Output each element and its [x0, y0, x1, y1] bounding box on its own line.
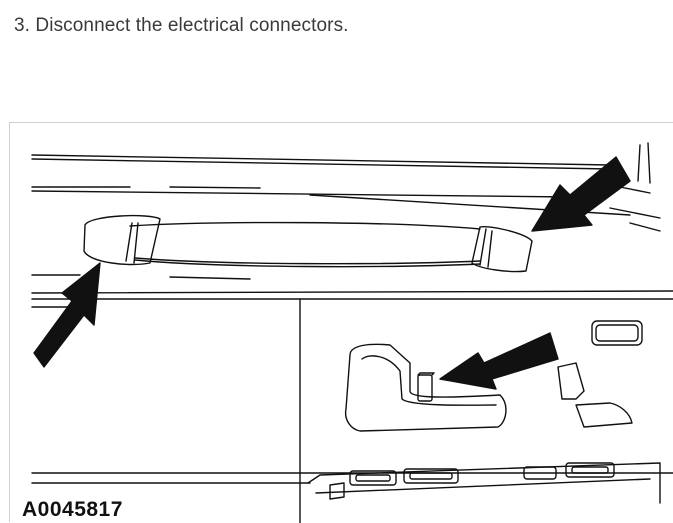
- window-switch-panel: [307, 462, 661, 504]
- arrow-right-connector: [531, 156, 631, 232]
- step-instruction: 3. Disconnect the electrical connectors.: [14, 15, 349, 36]
- arrow-left-connector: [33, 262, 101, 368]
- lock-switch: [557, 320, 643, 428]
- technical-illustration: [9, 122, 673, 523]
- arrow-lock-connector: [439, 332, 559, 390]
- headliner-lines: [31, 142, 661, 232]
- grab-handle: [83, 214, 533, 273]
- figure-code: A0045817: [22, 498, 123, 521]
- trim-panel-lines: [31, 274, 673, 523]
- door-handle-recess: [344, 343, 507, 432]
- grab-handle-drawing: [31, 142, 673, 523]
